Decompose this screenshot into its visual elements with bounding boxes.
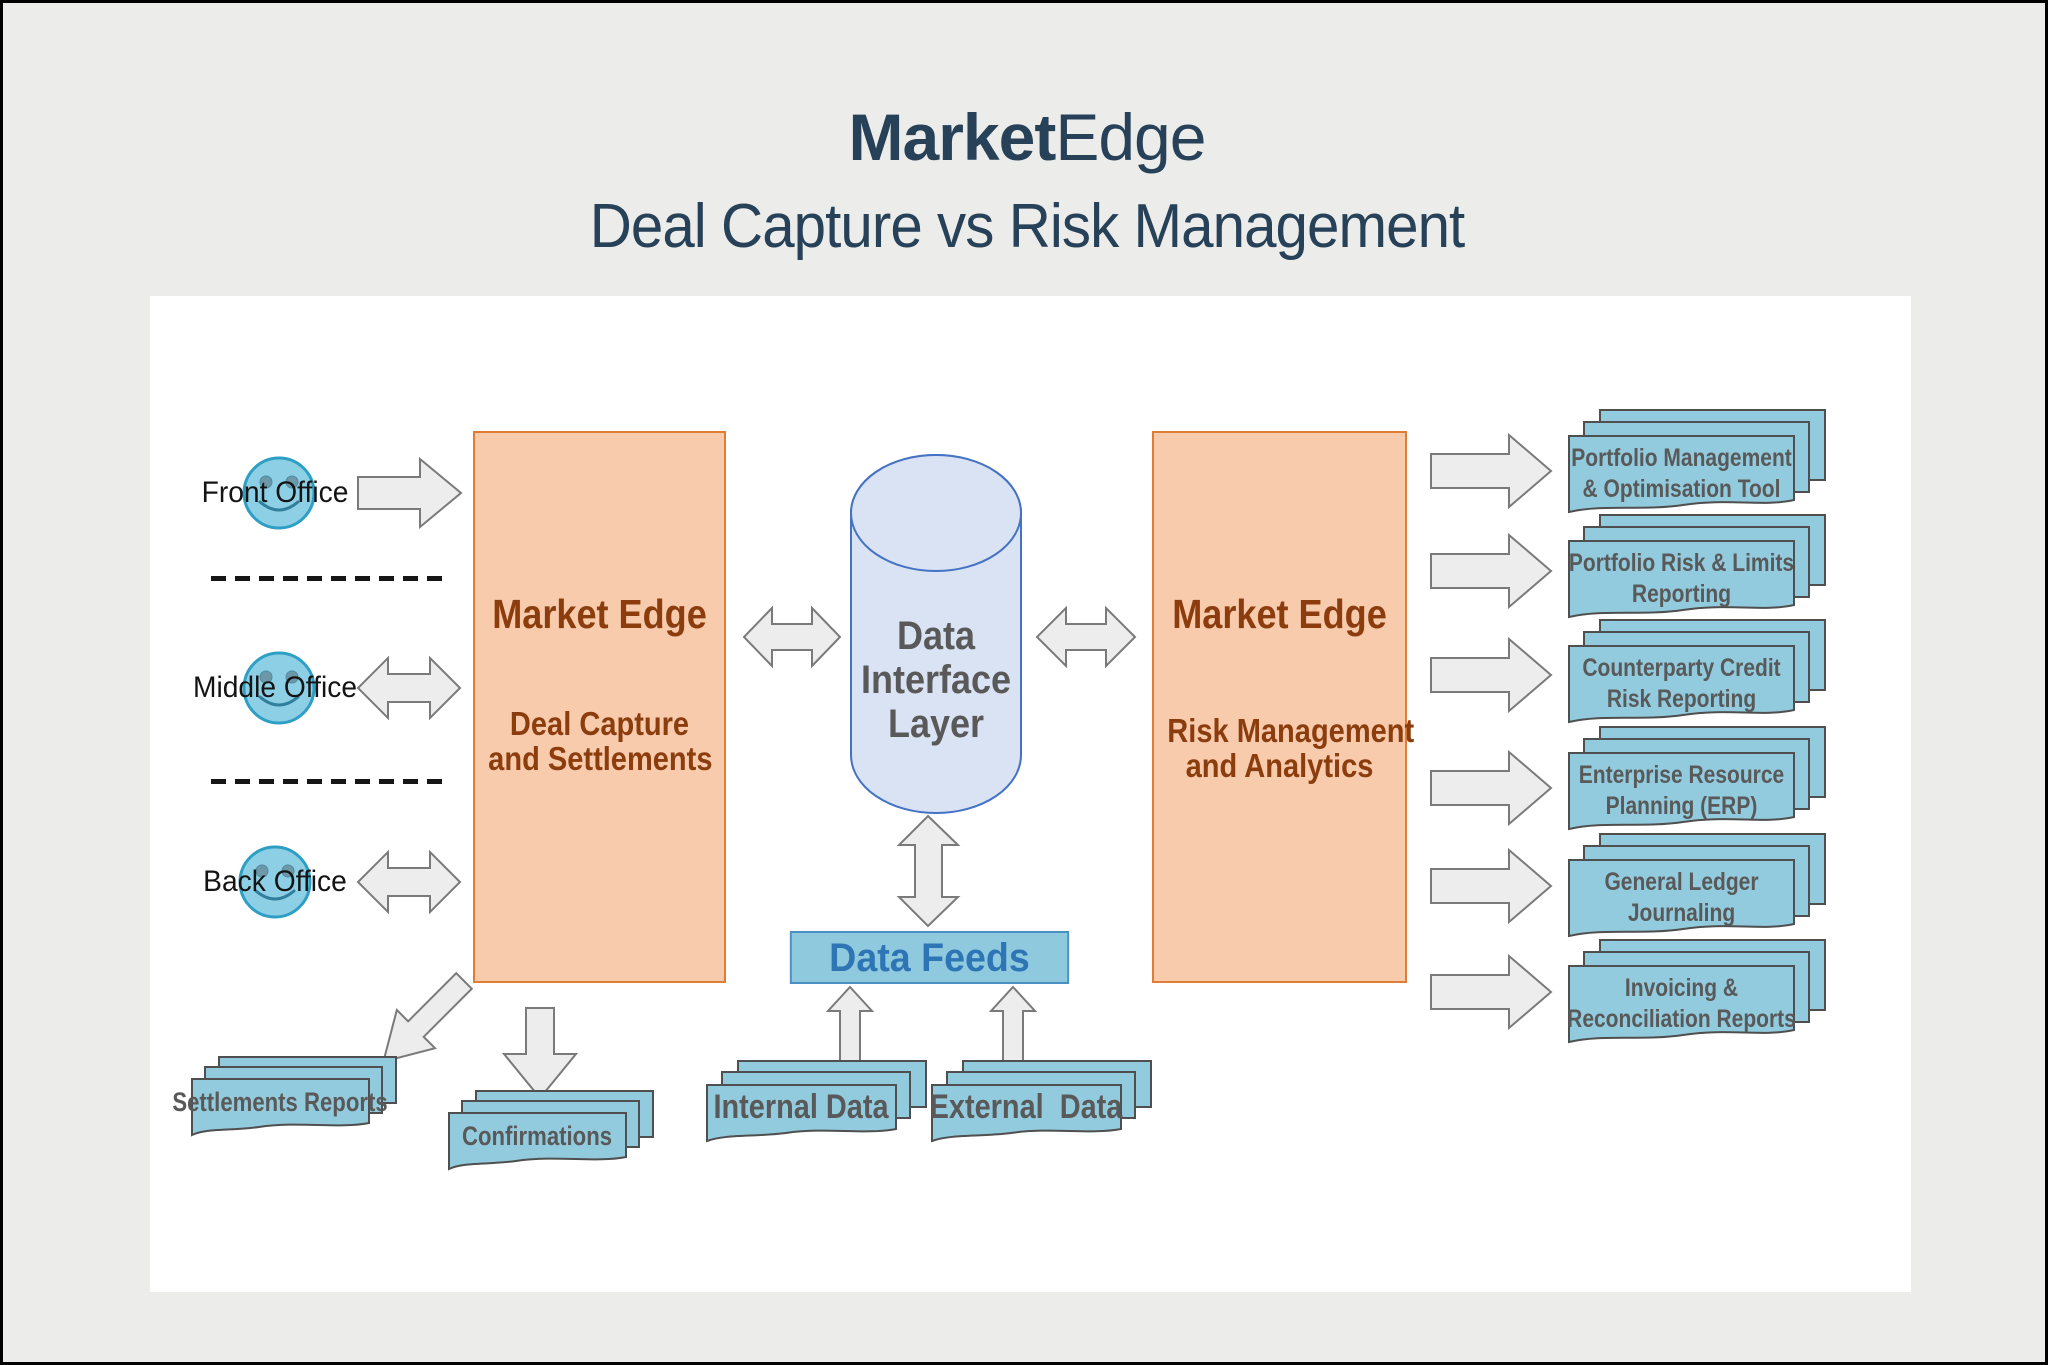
general-ledger-stack bbox=[1568, 833, 1826, 938]
general-ledger-label: General Ledger Journaling bbox=[1604, 868, 1759, 927]
confirmations-down-arrow-icon bbox=[501, 1007, 579, 1100]
page-subtitle: Deal Capture vs Risk Management bbox=[589, 192, 1466, 261]
risk-management-sub-line2: and Analytics bbox=[1185, 747, 1374, 784]
counterparty-credit-label: Counterparty Credit Risk Reporting bbox=[1582, 654, 1781, 713]
risk-management-box bbox=[1152, 431, 1407, 983]
office-divider bbox=[211, 576, 451, 581]
middle-office-double-arrow-icon bbox=[356, 655, 462, 721]
right-output-arrow-icon bbox=[1430, 532, 1553, 610]
back-office-label: Back Office bbox=[203, 865, 347, 898]
right-output-arrow-icon bbox=[1430, 749, 1553, 827]
back-office-double-arrow-icon bbox=[356, 849, 462, 915]
internal-data-label: Internal Data bbox=[713, 1087, 889, 1126]
data-interface-cylinder bbox=[850, 454, 1022, 814]
risk-management-box-title: Market Edge bbox=[1172, 591, 1387, 637]
counterparty-credit-stack bbox=[1568, 619, 1826, 724]
deal-capture-interface-double-arrow-icon bbox=[742, 605, 842, 669]
portfolio-risk-label: Portfolio Risk & Limits Reporting bbox=[1568, 549, 1795, 608]
settlements-diagonal-arrow-icon bbox=[382, 971, 474, 1063]
office-divider bbox=[211, 779, 451, 784]
data-interface-line2: Interface bbox=[860, 658, 1012, 702]
portfolio-management-label: Portfolio Management & Optimisation Tool bbox=[1571, 444, 1792, 503]
interface-risk-double-arrow-icon bbox=[1035, 605, 1137, 669]
right-output-arrow-icon bbox=[1430, 847, 1553, 925]
data-interface-label: Data Interface Layer bbox=[860, 614, 1013, 746]
middle-office-smiley-icon bbox=[242, 651, 316, 725]
external-data-label: External Data bbox=[929, 1087, 1123, 1126]
brand-bold: Market bbox=[848, 100, 1057, 174]
invoicing-stack bbox=[1568, 939, 1826, 1044]
invoicing-label: Invoicing & Reconciliation Reports bbox=[1567, 974, 1796, 1033]
deal-capture-box bbox=[473, 431, 726, 983]
data-interface-line1: Data bbox=[896, 614, 976, 658]
settlements-reports-label: Settlements Reports bbox=[172, 1086, 388, 1117]
front-office-right-arrow-icon bbox=[357, 456, 463, 530]
front-office-label: Front Office bbox=[201, 476, 349, 509]
confirmations-stack bbox=[448, 1090, 654, 1171]
brand-rest: Edge bbox=[1055, 100, 1206, 174]
external-data-stack bbox=[931, 1060, 1152, 1143]
page-title: MarketEdge bbox=[3, 99, 2045, 175]
internal-data-up-arrow-icon bbox=[825, 985, 875, 1070]
deal-capture-box-subtitle: Deal Capture and Settlements bbox=[488, 705, 713, 777]
settlements-reports-stack bbox=[191, 1056, 397, 1137]
deal-capture-box-title: Market Edge bbox=[492, 591, 707, 637]
right-output-arrow-icon bbox=[1430, 636, 1553, 714]
internal-data-stack bbox=[706, 1060, 927, 1143]
portfolio-risk-stack bbox=[1568, 514, 1826, 619]
confirmations-label: Confirmations bbox=[461, 1120, 613, 1151]
back-office-smiley-icon bbox=[238, 845, 312, 919]
external-data-up-arrow-icon bbox=[988, 985, 1038, 1070]
deal-capture-sub-line1: Deal Capture bbox=[509, 705, 690, 742]
portfolio-management-stack bbox=[1568, 409, 1826, 514]
front-office-smiley-icon bbox=[242, 456, 316, 530]
erp-label: Enterprise Resource Planning (ERP) bbox=[1578, 761, 1785, 820]
data-interface-line3: Layer bbox=[887, 702, 985, 746]
risk-management-box-subtitle: Risk Management and Analytics bbox=[1167, 712, 1415, 784]
risk-management-sub-line1: Risk Management bbox=[1167, 712, 1415, 749]
right-output-arrow-icon bbox=[1430, 953, 1553, 1031]
erp-stack bbox=[1568, 726, 1826, 831]
data-feeds-box: Data Feeds bbox=[789, 931, 1070, 984]
middle-office-label: Middle Office bbox=[192, 671, 358, 704]
deal-capture-sub-line2: and Settlements bbox=[488, 740, 713, 777]
interface-feeds-double-arrow-icon bbox=[896, 814, 961, 928]
right-output-arrow-icon bbox=[1430, 432, 1553, 510]
